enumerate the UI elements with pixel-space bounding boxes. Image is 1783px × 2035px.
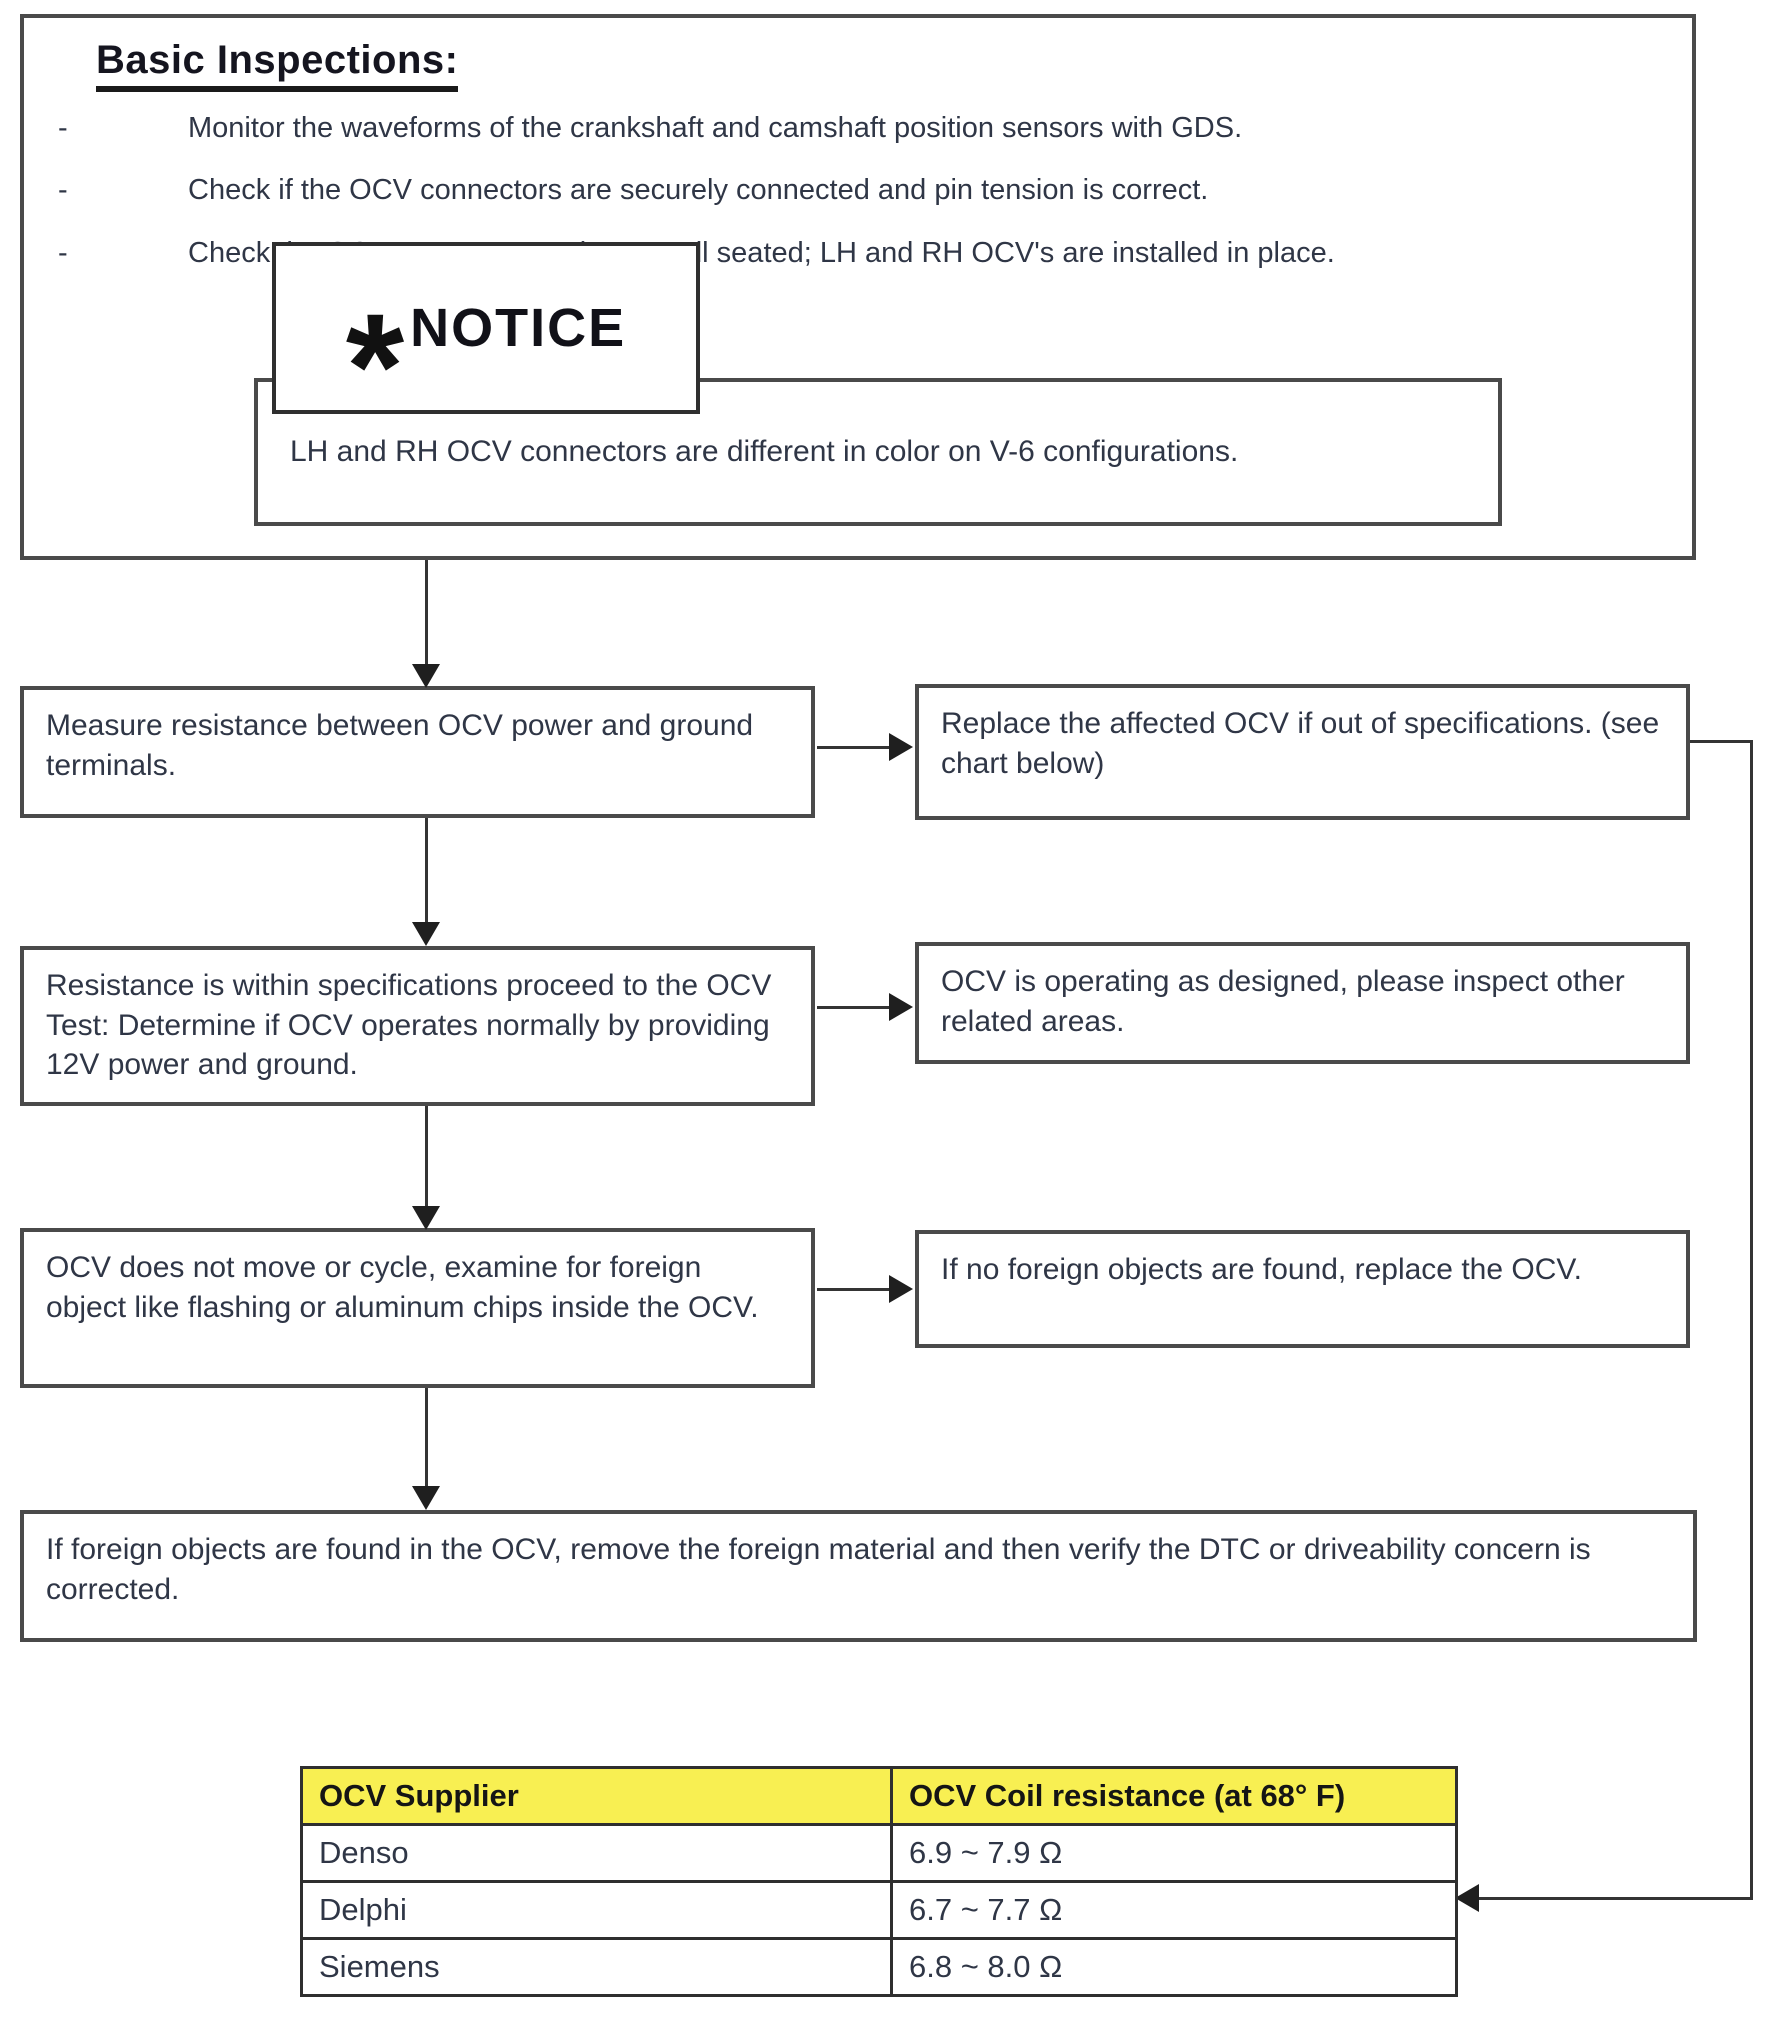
- connector-line: [425, 560, 428, 680]
- connector-line: [1476, 1897, 1753, 1900]
- arrow-left-icon: [1455, 1884, 1479, 1912]
- table-row: Denso 6.9 ~ 7.9 Ω: [300, 1823, 1458, 1883]
- connector-line: [425, 1106, 428, 1224]
- supplier-cell: Delphi: [300, 1880, 893, 1940]
- connector-line: [817, 1006, 891, 1009]
- flow-box-text: OCV does not move or cycle, examine for …: [46, 1251, 759, 1324]
- bullet-text: Monitor the waveforms of the crankshaft …: [188, 112, 1243, 144]
- supplier-cell: Denso: [300, 1823, 893, 1883]
- flow-box-replace-ocv: Replace the affected OCV if out of speci…: [915, 684, 1690, 820]
- flow-box-text: Measure resistance between OCV power and…: [46, 709, 754, 782]
- connector-line: [817, 746, 891, 749]
- spec-table: OCV Supplier OCV Coil resistance (at 68°…: [300, 1766, 1458, 1997]
- flow-box-foreign-objects-found: If foreign objects are found in the OCV,…: [20, 1510, 1697, 1642]
- table-header-supplier: OCV Supplier: [300, 1766, 893, 1826]
- basic-inspections-heading: Basic Inspections:: [96, 38, 459, 92]
- bullet-text: Check if the OCV connectors are securely…: [188, 174, 1209, 207]
- table-row: Delphi 6.7 ~ 7.7 Ω: [300, 1880, 1458, 1940]
- connector-line: [817, 1288, 891, 1291]
- notice-label: NOTICE: [410, 298, 627, 358]
- arrow-down-icon: [412, 1206, 440, 1230]
- arrow-down-icon: [412, 664, 440, 688]
- arrow-down-icon: [412, 1486, 440, 1510]
- resistance-cell: 6.8 ~ 8.0 Ω: [890, 1937, 1458, 1997]
- flow-box-text: Resistance is within specifications proc…: [46, 969, 772, 1082]
- basic-inspections-list: - Monitor the waveforms of the crankshaf…: [58, 110, 1666, 297]
- flow-box-text: If no foreign objects are found, replace…: [941, 1253, 1582, 1286]
- resistance-cell: 6.7 ~ 7.7 Ω: [890, 1880, 1458, 1940]
- arrow-down-icon: [412, 922, 440, 946]
- table-row: Siemens 6.8 ~ 8.0 Ω: [300, 1937, 1458, 1997]
- arrow-right-icon: [889, 1275, 913, 1303]
- dash-marker: -: [58, 174, 68, 207]
- flow-box-text: OCV is operating as designed, please ins…: [941, 965, 1625, 1038]
- flow-box-text: If foreign objects are found in the OCV,…: [46, 1533, 1591, 1606]
- list-item: - Monitor the waveforms of the crankshaf…: [58, 110, 1666, 146]
- flow-box-ocv-not-move: OCV does not move or cycle, examine for …: [20, 1228, 815, 1388]
- table-header-row: OCV Supplier OCV Coil resistance (at 68°…: [300, 1766, 1458, 1826]
- flow-box-ocv-operating: OCV is operating as designed, please ins…: [915, 942, 1690, 1064]
- arrow-right-icon: [889, 733, 913, 761]
- basic-inspections-panel: Basic Inspections: - Monitor the wavefor…: [20, 14, 1696, 560]
- notice-text: LH and RH OCV connectors are different i…: [290, 435, 1239, 468]
- supplier-cell: Siemens: [300, 1937, 893, 1997]
- flow-box-no-foreign-objects: If no foreign objects are found, replace…: [915, 1230, 1690, 1348]
- connector-line: [1690, 740, 1753, 743]
- list-item: - Check if the OCV connectors are secure…: [58, 172, 1666, 208]
- arrow-right-icon: [889, 993, 913, 1021]
- flow-box-resistance-within-spec: Resistance is within specifications proc…: [20, 946, 815, 1106]
- table-header-resistance: OCV Coil resistance (at 68° F): [890, 1766, 1458, 1826]
- resistance-cell: 6.9 ~ 7.9 Ω: [890, 1823, 1458, 1883]
- dash-marker: -: [58, 236, 68, 269]
- dash-marker: -: [58, 112, 68, 144]
- flow-box-text: Replace the affected OCV if out of speci…: [941, 707, 1660, 780]
- notice-label-box: * NOTICE: [272, 242, 700, 441]
- connector-line: [425, 1388, 428, 1504]
- flow-box-measure-resistance: Measure resistance between OCV power and…: [20, 686, 815, 818]
- connector-line: [425, 818, 428, 938]
- connector-line: [1750, 740, 1753, 1900]
